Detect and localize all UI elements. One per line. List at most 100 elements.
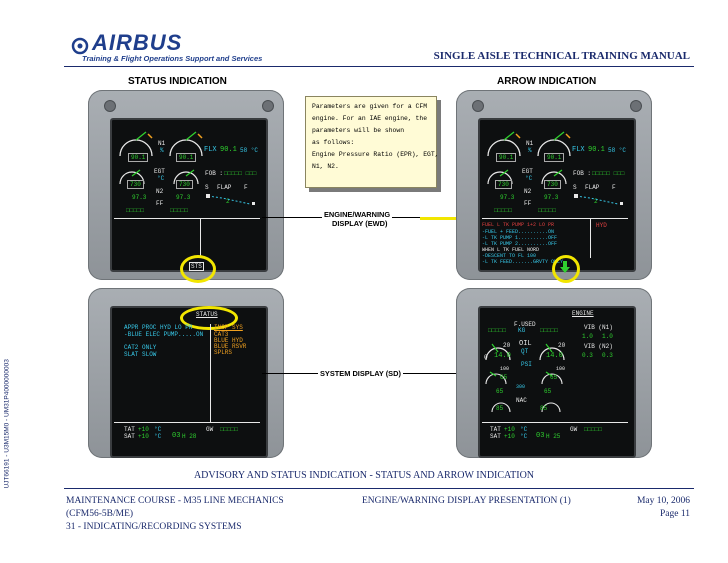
n2-left-value: 97.3 [132, 194, 147, 201]
right-ff-label: FF [524, 200, 532, 207]
memo-right-hyd: HYD [596, 222, 607, 229]
memo-line-2: -FUEL + FEED..........ON [482, 229, 555, 235]
fob-value: □□□□□ □□□ [224, 170, 257, 177]
psi-right-value-2: 65 [544, 388, 552, 395]
logo-wordmark: AIRBUS [92, 30, 183, 55]
right-fob-label: FOB : [573, 170, 592, 177]
oil-right-value: 14.0 [546, 352, 563, 360]
right-sd-screen [478, 306, 636, 458]
memo-line-4: -L TK PUMP 2..........OFF [482, 241, 558, 247]
inop-sys-title: INOP SYS [214, 324, 243, 331]
n1-gauges-icon [119, 131, 203, 157]
engine-sat-label: SAT [490, 433, 501, 440]
right-n2-left-value: 97.3 [500, 194, 515, 201]
memo-line-7: -L TK FEED.......GRVTY ONLY [482, 259, 564, 265]
right-fob-value: □□□□□ □□□ [592, 170, 625, 177]
right-flx-value: 90.1 [588, 146, 605, 154]
sd-engine-bottom-rule [482, 422, 628, 423]
nac-label: NAC [516, 397, 527, 404]
right-egt-unit: °C [525, 175, 533, 182]
status-indication-title: STATUS INDICATION [128, 76, 227, 87]
oil-label: OIL [519, 340, 532, 348]
right-ewd-divider-vertical [590, 218, 591, 258]
right-n1-gauges-icon [487, 131, 571, 157]
flap-s-label: S [205, 184, 209, 191]
right-n1-label: N1 [526, 140, 534, 147]
memo-line-3: -L TK PUMP 1..........OFF [482, 235, 558, 241]
fob-label: FOB : [205, 170, 224, 177]
footer-engine-variant: (CFM56-5B/ME) [66, 509, 134, 519]
ewd-callout-label-2: DISPLAY (EWD) [330, 219, 390, 228]
sat-label: SAT [124, 433, 135, 440]
status-page-tab[interactable]: STATUS [196, 311, 218, 318]
right-flap-s-label: S [573, 184, 577, 191]
sat-unit: °C [154, 433, 162, 440]
footer-date: May 10, 2006 [636, 496, 690, 506]
sd-callout-label: SYSTEM DISPLAY (SD) [318, 369, 403, 378]
flx-value: 90.1 [220, 146, 237, 154]
right-n2-right-value: 97.3 [544, 194, 559, 201]
inop-item-4: SPLRS [214, 349, 233, 356]
right-n1-percent: % [528, 147, 532, 154]
memo-line-1: FUEL L TK PUMP 1+2 LO PR [482, 222, 555, 228]
right-flx-temp: 58 °C [608, 147, 627, 154]
right-ewd-divider [482, 218, 628, 219]
n2-right-value: 97.3 [176, 194, 191, 201]
right-egt-gauges-icon [487, 169, 567, 185]
psi-gauges-icon [485, 371, 563, 385]
egt-right-value: 730 [176, 180, 193, 189]
tat-unit: °C [154, 426, 162, 433]
sts-button[interactable]: STS [189, 262, 204, 271]
engine-sat-unit: °C [520, 433, 528, 440]
utc-time-seconds: H 28 [182, 433, 197, 440]
nac-gauges-icon [491, 402, 561, 413]
down-arrow-icon[interactable] [560, 261, 570, 273]
engine-tat-label: TAT [490, 426, 501, 433]
n1-percent: % [160, 147, 164, 154]
sts-highlight-ring [180, 255, 216, 283]
left-ewd-screen [110, 118, 268, 272]
note-line: N1, N2. [312, 163, 339, 170]
fused-left-boxes: □□□□□ [488, 327, 507, 334]
inop-item-2: BLUE HYD [214, 337, 243, 344]
engine-sat-value: +10 [504, 433, 515, 440]
side-document-code: UJT66191 - U3M15M0 - UM31P4000000003 [3, 359, 11, 489]
vib-n2-left: 0.3 [582, 352, 593, 359]
n2-label: N2 [156, 188, 164, 195]
gw-value: □□□□□ [220, 426, 239, 433]
engine-page-tab[interactable]: ENGINE [572, 310, 594, 317]
left-ewd-knob-2[interactable] [262, 100, 274, 112]
fused-right-boxes: □□□□□ [540, 327, 559, 334]
flap-indicator-icon [206, 194, 255, 205]
oil-gauge-20-right: 20 [558, 342, 566, 349]
figure-caption: ADVISORY AND STATUS INDICATION - STATUS … [193, 470, 535, 481]
fused-kg: KG [518, 327, 526, 334]
memo-line-5: WHEN L TK FUEL NORD [482, 247, 540, 253]
egt-gauges-icon [119, 169, 199, 185]
right-ff-right-boxes: □□□□□ [538, 207, 557, 214]
note-line: as follows: [312, 139, 355, 146]
nac-left-value: 85 [496, 405, 504, 412]
footer-chapter: 31 - INDICATING/RECORDING SYSTEMS [66, 522, 242, 532]
egt-label: EGT [154, 168, 165, 175]
right-ewd-knob[interactable] [472, 100, 484, 112]
right-flap-label: FLAP [585, 184, 600, 191]
ff-left-boxes: □□□□□ [126, 207, 145, 214]
oil-gauges-icon [485, 343, 565, 361]
egt-left-value: 730 [127, 180, 144, 189]
fused-label: F.USED [514, 321, 536, 328]
psi-right-value: 65 [550, 374, 558, 381]
left-sd-screen [110, 306, 268, 458]
right-ewd-knob-2[interactable] [630, 100, 642, 112]
status-line-2: -BLUE ELEC PUMP.....ON [124, 331, 204, 338]
flap-value: 2 [226, 198, 230, 205]
nac-unit: 300 [516, 384, 526, 390]
n1-left-value: 90.1 [128, 153, 149, 162]
status-divider [210, 324, 211, 422]
psi-label: PSI [521, 361, 532, 368]
flx-label: FLX [204, 146, 217, 154]
ewd-divider [114, 218, 260, 219]
left-ewd-knob[interactable] [104, 100, 116, 112]
engine-tat-unit: °C [520, 426, 528, 433]
tat-value: +10 [138, 426, 149, 433]
